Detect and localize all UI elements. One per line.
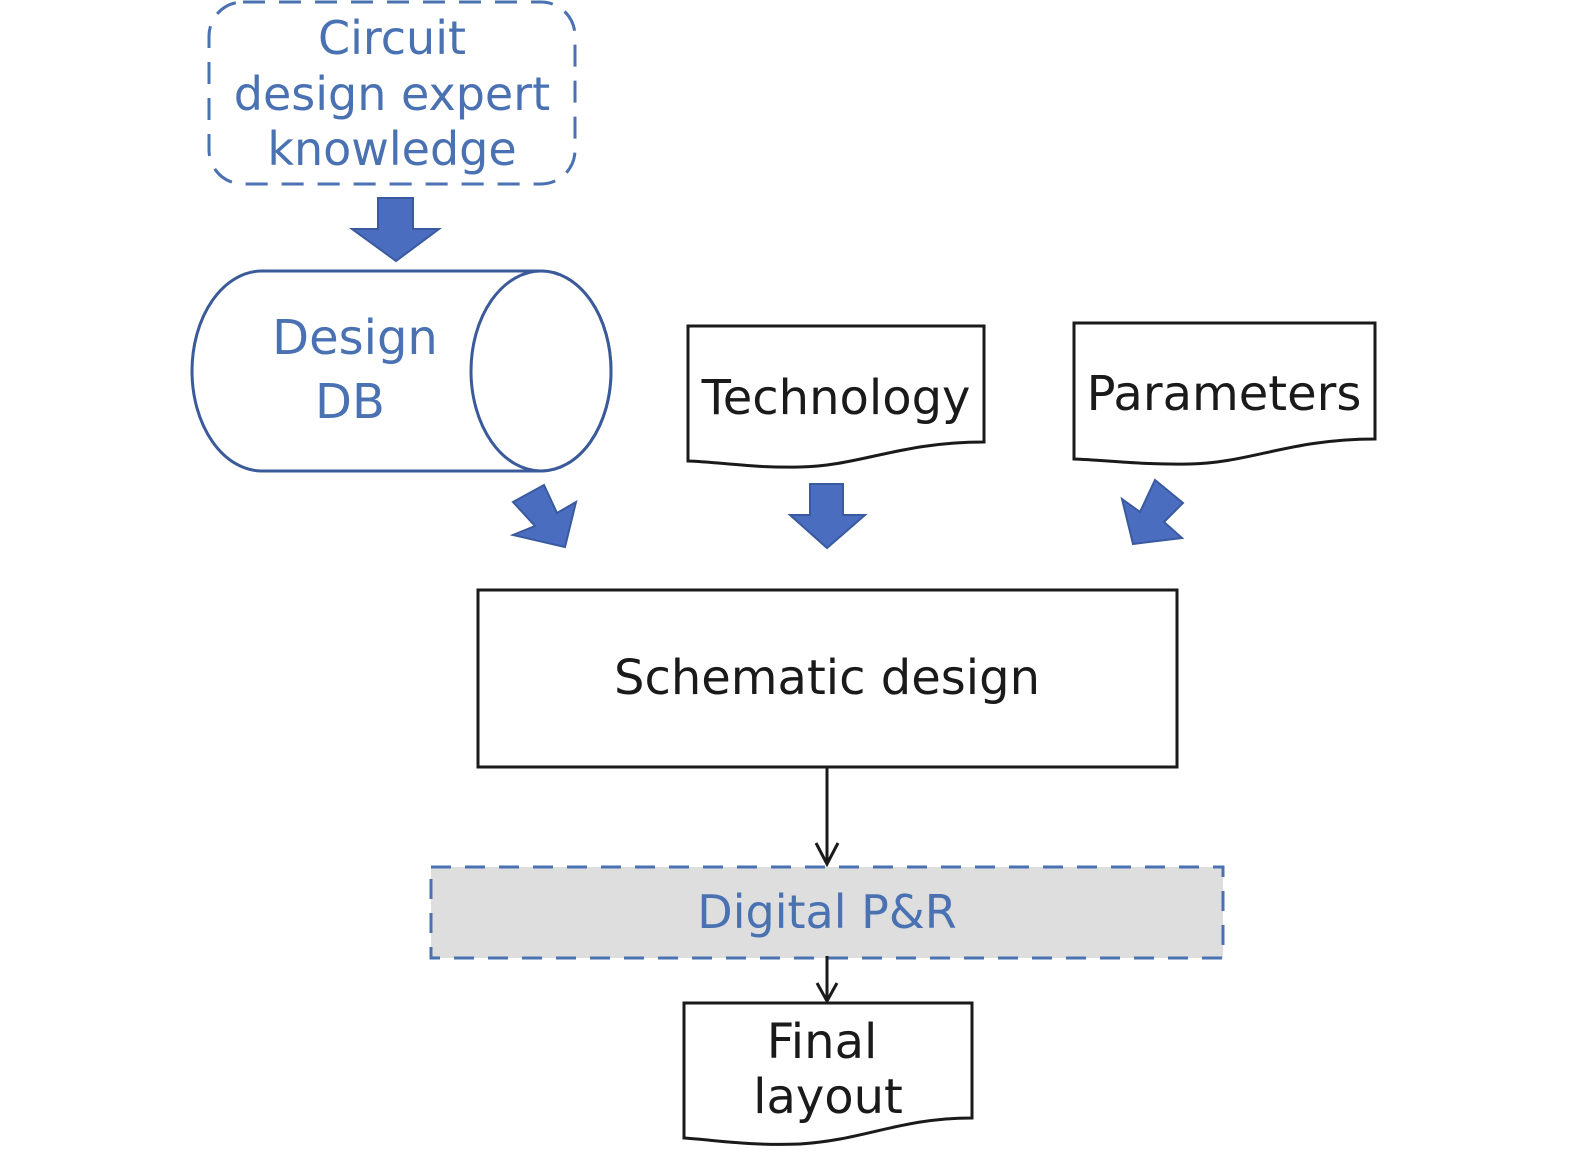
- diagonal-down-left-arrow-icon: [1120, 478, 1185, 546]
- digital-pr-label: Digital P&R: [697, 885, 956, 939]
- arrowhead-icon: [814, 842, 840, 868]
- digital-pr-box: [429, 865, 1225, 960]
- diagonal-down-right-arrow-icon: [509, 483, 578, 549]
- down-arrow-icon: [348, 197, 443, 263]
- cylinder-end-face: [469, 269, 613, 473]
- expert-knowledge-node: Circuit design expert knowledge: [207, 0, 577, 186]
- final-layout-node: Final layout: [682, 1001, 974, 1146]
- expert-knowledge-line-3: knowledge: [267, 122, 516, 176]
- down-arrow-icon: [787, 483, 868, 550]
- document-icon: [1072, 321, 1377, 466]
- expert-knowledge-border: [207, 0, 577, 186]
- design-db-node: Design DB: [190, 269, 613, 473]
- document-icon: [682, 1001, 974, 1146]
- expert-knowledge-line-1: Circuit: [318, 11, 466, 65]
- parameters-label: Parameters: [1087, 366, 1362, 422]
- document-icon: [686, 324, 986, 469]
- schematic-design-box: [476, 588, 1179, 769]
- connector-schematic-to-pr: [814, 768, 840, 868]
- parameters-node: Parameters: [1072, 321, 1377, 466]
- arrowhead-icon: [815, 982, 839, 1005]
- final-layout-line-1: Final: [767, 1014, 878, 1070]
- technology-node: Technology: [686, 324, 986, 469]
- digital-pr-node: Digital P&R: [429, 865, 1225, 960]
- schematic-design-label: Schematic design: [614, 650, 1040, 706]
- schematic-design-node: Schematic design: [476, 588, 1179, 769]
- design-db-line-1: Design: [272, 310, 438, 366]
- final-layout-line-2: layout: [753, 1069, 903, 1125]
- technology-label: Technology: [701, 370, 971, 426]
- design-db-line-2: DB: [315, 374, 385, 430]
- expert-knowledge-line-2: design expert: [234, 67, 550, 121]
- connector-pr-to-final: [815, 956, 839, 1005]
